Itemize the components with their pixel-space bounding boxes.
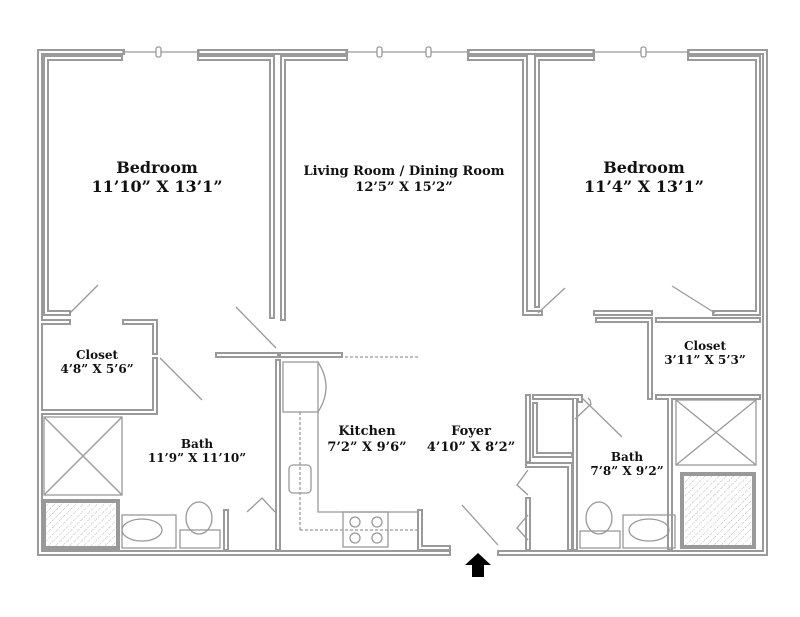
walls <box>37 49 768 556</box>
entrance-arrow-icon <box>465 553 491 577</box>
door-swing <box>69 284 99 314</box>
entry-door-swing <box>461 504 499 546</box>
door-swing <box>537 287 566 314</box>
room-size: 4’10” X 8’2” <box>426 439 516 455</box>
wall-inner <box>689 57 759 314</box>
door-swing <box>581 397 623 438</box>
room-name: Closet <box>75 348 119 362</box>
toilet-tank <box>579 530 621 549</box>
door-swing <box>574 397 592 420</box>
room-name: Bath <box>180 437 214 451</box>
room-name: Bedroom <box>116 158 198 177</box>
toilet-bowl <box>185 501 213 535</box>
door-swing <box>516 469 529 496</box>
toilet-bowl <box>585 501 613 535</box>
room-name: Foyer <box>451 424 491 439</box>
wall <box>532 402 573 458</box>
room-size: 12’5” X 15’2” <box>355 179 453 195</box>
door-swing <box>159 357 203 401</box>
wall <box>595 317 653 400</box>
room-size: 11’10” X 13’1” <box>91 177 223 197</box>
stove <box>342 511 389 548</box>
toilet-tank <box>179 529 221 549</box>
wall-inner <box>39 359 156 413</box>
wall-inner <box>527 464 571 549</box>
sink <box>121 518 163 542</box>
shower <box>43 416 123 496</box>
door-swing <box>235 306 277 349</box>
bathtub <box>680 472 756 549</box>
room-size: 3’11” X 5’3” <box>664 353 746 368</box>
sink <box>628 518 670 542</box>
door-swing <box>671 285 716 314</box>
fixtures <box>42 46 757 550</box>
wall-inner <box>499 51 766 554</box>
shower <box>675 399 757 466</box>
wall <box>37 49 451 556</box>
wall-inner <box>39 51 449 554</box>
door-swing <box>246 497 276 513</box>
wall-inner <box>534 396 581 401</box>
windows <box>122 46 690 58</box>
room-name: Living Room / Dining Room <box>303 164 505 179</box>
wall-inner <box>534 404 571 456</box>
room-name: Bedroom <box>603 158 685 177</box>
room-size: 7’2” X 9’6” <box>327 439 407 455</box>
room-size: 7’8” X 9’2” <box>590 464 664 479</box>
room-size: 11’4” X 13’1” <box>584 177 704 197</box>
room-name: Bath <box>610 450 644 464</box>
sink <box>288 464 312 494</box>
bathtub <box>42 499 120 550</box>
door-swing <box>516 514 529 541</box>
room-size: 4’8” X 5’6” <box>60 362 134 377</box>
room-name: Closet <box>683 339 727 353</box>
room-size: 11’9” X 11’10” <box>147 451 247 466</box>
wall-inner <box>124 321 156 353</box>
wall <box>525 462 573 551</box>
fridge-door <box>317 361 327 413</box>
sink-counter <box>622 514 676 549</box>
wall-inner <box>524 57 541 314</box>
wall-inner <box>597 319 651 398</box>
room-name: Kitchen <box>338 424 396 439</box>
wall <box>43 55 71 316</box>
wall-inner <box>199 57 273 317</box>
refrigerator <box>282 361 319 413</box>
wall-inner <box>45 57 69 314</box>
